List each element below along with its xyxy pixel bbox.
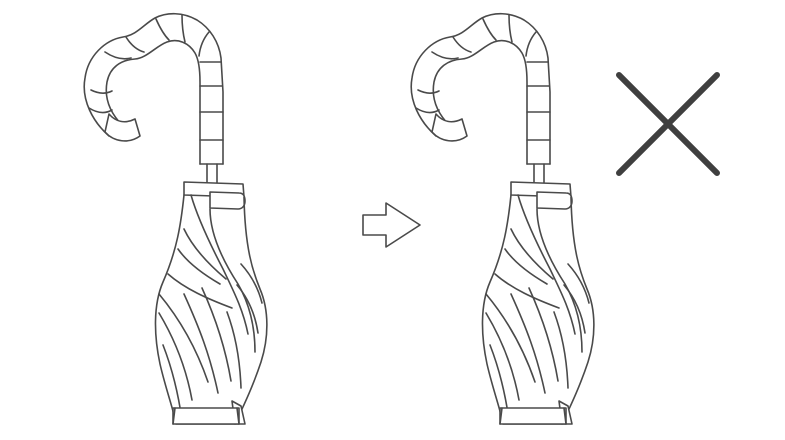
folded-umbrella-icon [411, 14, 594, 424]
folded-umbrella-icon [84, 14, 267, 424]
umbrella-before-panel [84, 14, 267, 424]
x-mark-icon [619, 75, 717, 173]
umbrella-after-panel [411, 14, 594, 424]
right-arrow-icon [363, 203, 420, 247]
